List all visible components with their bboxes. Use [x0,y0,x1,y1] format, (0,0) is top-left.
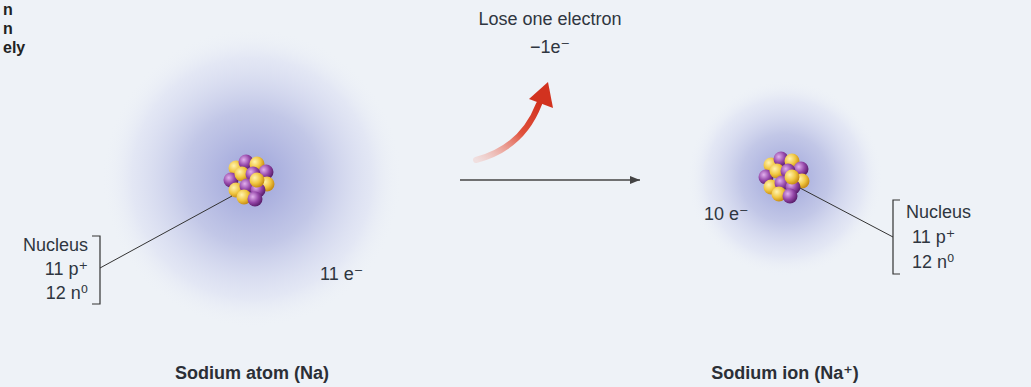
label: Nucleus [23,234,88,256]
label: n [3,19,13,38]
bracket [893,200,900,274]
nucleus [224,155,275,207]
atom-node: 11 e⁻Sodium atom (Na) [105,30,405,330]
nucleus [759,152,810,204]
atom-title: Sodium ion (Na⁺) [711,362,859,384]
electron-cloud [687,80,883,276]
label: 11 p⁺ [912,226,955,248]
label: ely [3,38,25,57]
label: 12 n⁰ [912,251,954,273]
label: Nucleus [906,201,971,223]
label: n [3,0,13,19]
bracket [92,236,100,304]
atom-title: Sodium atom (Na) [175,362,329,384]
electron-cloud [102,28,402,328]
electron-loss-arrow [476,104,539,160]
electron-count: 11 e⁻ [320,263,363,285]
label: 12 n⁰ [46,282,88,304]
label: 11 p⁺ [45,258,88,280]
label: Lose one electron [478,8,621,30]
leader-line [100,196,232,268]
atom-node: 10 e⁻Sodium ion (Na⁺) [690,85,880,275]
leader-line [800,188,893,237]
reaction-arrow [460,176,640,184]
electron-count: 10 e⁻ [704,203,749,225]
electron-loss-arrowhead [529,82,553,108]
label: −1e⁻ [530,36,570,58]
